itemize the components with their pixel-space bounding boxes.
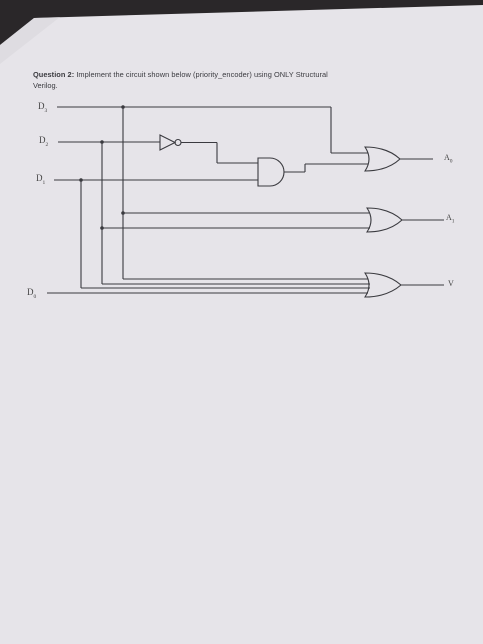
input-label-d0: D0 [27,287,37,300]
input-label-d3: D3 [38,101,48,114]
or-gate-a1 [365,207,403,233]
input-label-d2: D2 [39,135,49,148]
and-gate [257,157,285,187]
or-gate-a0 [363,146,401,172]
circuit-diagram [47,106,444,298]
question-body: Implement the circuit shown below (prior… [76,70,328,79]
input-label-d1: D1 [36,173,46,186]
not-gate [159,134,177,151]
question-text-line2: Verilog. [33,81,58,90]
output-label-v: V [448,279,454,288]
junction-dots [79,105,125,230]
or-gate-v [363,272,402,298]
question-text: Question 2: Implement the circuit shown … [33,70,328,79]
paper-sheet [0,5,483,644]
output-label-a0: A0 [444,153,453,165]
output-label-a1: A1 [446,213,455,225]
question-label: Question 2: [33,70,75,79]
